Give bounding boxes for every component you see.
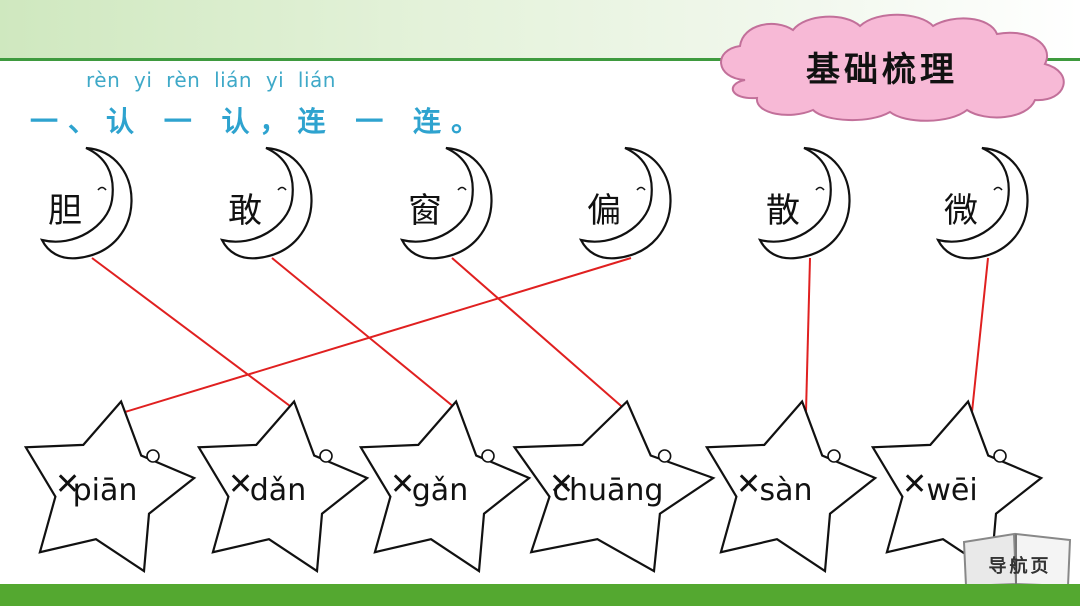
wing-icon bbox=[481, 449, 495, 463]
character-label: 敢 bbox=[228, 191, 262, 231]
pinyin-star[interactable]: ✕dǎn bbox=[196, 399, 370, 574]
pinyin-star[interactable]: ✕gǎn bbox=[358, 399, 532, 574]
pinyin-label: wēi bbox=[926, 473, 977, 508]
pinyin-star[interactable]: ✕wēi bbox=[870, 399, 1044, 574]
wing-icon bbox=[657, 449, 672, 463]
character-moon: 散 bbox=[757, 146, 851, 260]
sparkle-icon: ✕ bbox=[736, 467, 761, 502]
sparkle-icon: ✕ bbox=[902, 467, 927, 502]
sparkle-icon: ✕ bbox=[549, 467, 574, 502]
instruction-title: 一、认 一 认，连 一 连。 bbox=[30, 105, 489, 138]
connection-lines bbox=[91, 257, 989, 413]
character-moons: 胆敢窗偏散微 bbox=[39, 146, 1029, 260]
pinyin-star[interactable]: ✕piān bbox=[23, 399, 197, 574]
section-badge-label: 基础梳理 bbox=[806, 50, 958, 90]
cloud-badge bbox=[720, 13, 1065, 122]
moon-eye-icon bbox=[815, 186, 825, 191]
pinyin-label: piān bbox=[73, 473, 138, 508]
nav-page-button[interactable]: 导航页 bbox=[988, 556, 1052, 577]
sparkle-icon: ✕ bbox=[390, 467, 415, 502]
character-label: 散 bbox=[766, 191, 800, 231]
connection-line bbox=[271, 257, 461, 413]
character-moon: 窗 bbox=[399, 146, 493, 260]
pinyin-label: gǎn bbox=[412, 473, 468, 508]
character-label: 窗 bbox=[408, 191, 442, 231]
character-label: 微 bbox=[944, 191, 978, 231]
connection-line bbox=[124, 257, 632, 413]
pinyin-label: sàn bbox=[759, 473, 812, 508]
moon-eye-icon bbox=[97, 186, 107, 191]
character-moon: 敢 bbox=[219, 146, 313, 260]
sparkle-icon: ✕ bbox=[55, 467, 80, 502]
connection-line bbox=[91, 257, 299, 413]
pinyin-star[interactable]: ✕chuāng bbox=[512, 399, 716, 573]
character-moon: 偏 bbox=[578, 146, 672, 260]
wing-icon bbox=[827, 449, 841, 463]
sparkle-icon: ✕ bbox=[228, 467, 253, 502]
pinyin-label: chuāng bbox=[553, 473, 664, 508]
wing-icon bbox=[993, 449, 1007, 463]
wing-icon bbox=[319, 449, 333, 463]
character-moon: 胆 bbox=[39, 146, 133, 260]
character-label: 胆 bbox=[48, 191, 82, 231]
character-label: 偏 bbox=[587, 191, 621, 231]
pinyin-star[interactable]: ✕sàn bbox=[704, 399, 878, 574]
wing-icon bbox=[146, 449, 160, 463]
pinyin-label: dǎn bbox=[250, 473, 306, 508]
top-divider bbox=[0, 58, 1080, 61]
bottom-bar bbox=[0, 584, 1080, 606]
moon-eye-icon bbox=[457, 186, 467, 191]
moon-eye-icon bbox=[277, 186, 287, 191]
pinyin-stars: ✕piān✕dǎn✕gǎn✕chuāng✕sàn✕wēi bbox=[23, 399, 1044, 574]
instruction-pinyin: rèn yi rèn lián yi lián bbox=[86, 68, 336, 92]
moon-eye-icon bbox=[993, 186, 1003, 191]
character-moon: 微 bbox=[935, 146, 1029, 260]
connection-line bbox=[451, 257, 629, 413]
moon-eye-icon bbox=[636, 186, 646, 191]
connection-line bbox=[971, 257, 989, 413]
connection-line bbox=[805, 257, 811, 413]
